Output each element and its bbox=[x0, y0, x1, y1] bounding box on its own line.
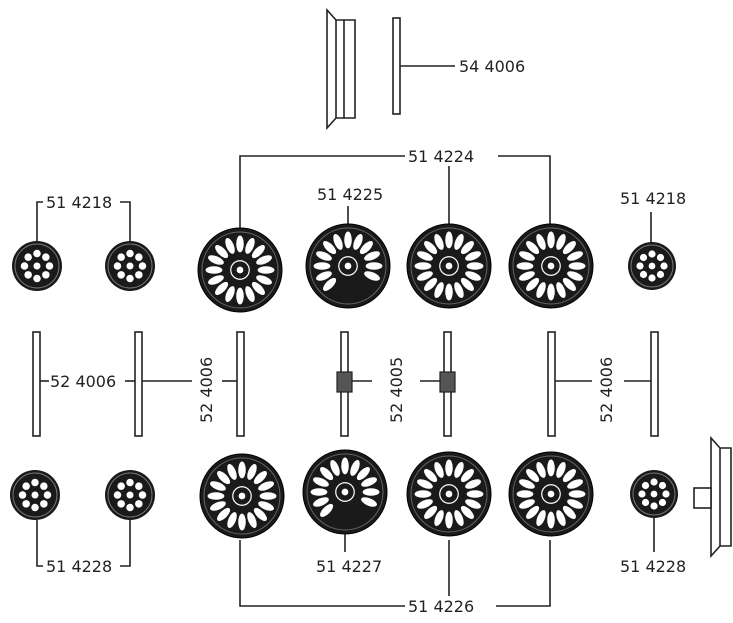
bracket-51-4228-left-b bbox=[120, 520, 131, 567]
label-wheel-small-top-left: 51 4218 bbox=[46, 193, 112, 212]
wheel-top-special bbox=[305, 223, 391, 309]
wheel-small-bottom-left-1 bbox=[10, 470, 60, 520]
wheel-big-bottom-3 bbox=[508, 451, 594, 537]
wheel-bottom-special bbox=[302, 449, 388, 535]
wheel-big-bottom-2 bbox=[406, 451, 492, 537]
label-axle-top: 54 4006 bbox=[459, 57, 525, 76]
axle-right-a bbox=[547, 331, 556, 437]
bracket-51-4228-left bbox=[36, 520, 43, 567]
axle-left-b bbox=[134, 331, 143, 437]
wheel-small-top-left-2 bbox=[105, 241, 155, 291]
bracket-51-4224 bbox=[239, 155, 551, 230]
label-wheel-bottom-special: 51 4227 bbox=[316, 557, 382, 576]
axle-right-b bbox=[650, 331, 659, 437]
axle-left-a bbox=[32, 331, 41, 437]
wheel-profile-bottom-right bbox=[693, 435, 732, 559]
label-wheel-small-bottom-left: 51 4228 bbox=[46, 557, 112, 576]
label-axle-left: 52 4006 bbox=[50, 372, 116, 391]
label-axle-center-left: 52 4006 bbox=[197, 357, 216, 423]
bracket-51-4218-left bbox=[36, 201, 43, 248]
wheel-big-top-3 bbox=[508, 223, 594, 309]
bracket-51-4226 bbox=[239, 540, 551, 607]
wheel-big-bottom-1 bbox=[199, 453, 285, 539]
label-wheel-big-bottom: 51 4226 bbox=[408, 597, 474, 616]
axle-top bbox=[392, 17, 401, 115]
label-wheel-small-top-right: 51 4218 bbox=[620, 189, 686, 208]
wheel-profile-top bbox=[326, 7, 356, 131]
wheel-small-bottom-left-2 bbox=[105, 470, 155, 520]
label-wheel-top-special: 51 4225 bbox=[317, 185, 383, 204]
axle-center-left bbox=[236, 331, 245, 437]
label-axle-right: 52 4006 bbox=[597, 357, 616, 423]
wheel-big-top-1 bbox=[197, 227, 283, 313]
wheels-group bbox=[10, 223, 678, 539]
bracket-51-4218-left-b bbox=[120, 201, 131, 248]
wheel-small-top-right bbox=[628, 242, 676, 290]
wheel-small-bottom-right bbox=[630, 470, 678, 518]
wheel-small-top-left-1 bbox=[12, 241, 62, 291]
label-wheel-small-bottom-right: 51 4228 bbox=[620, 557, 686, 576]
wheel-big-top-2 bbox=[406, 223, 492, 309]
label-axle-center: 52 4005 bbox=[387, 357, 406, 423]
axle-center-group bbox=[336, 331, 456, 437]
label-wheel-big-top: 51 4224 bbox=[408, 147, 474, 166]
